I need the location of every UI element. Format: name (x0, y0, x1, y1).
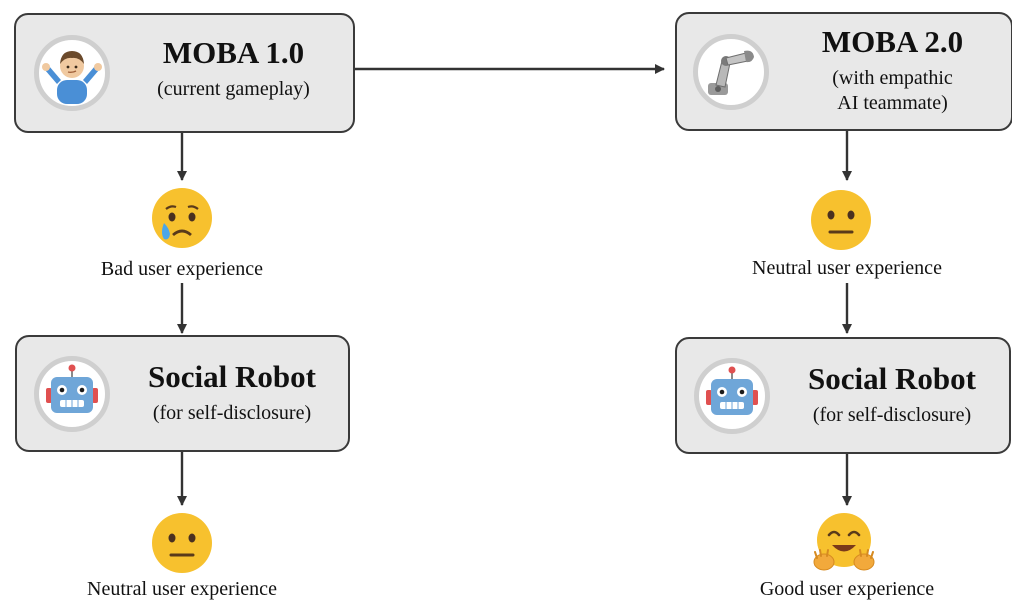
shrugging-person-icon (34, 35, 110, 111)
moba-1-title: MOBA 1.0 (162, 35, 305, 70)
mechanical-arm-icon (693, 34, 769, 110)
hugging-face-icon (813, 513, 875, 571)
robot-icon (34, 356, 110, 432)
left-caption-bad: Bad user experience (100, 258, 264, 280)
moba-2-title: MOBA 2.0 (821, 24, 964, 59)
social-robot-title-left: Social Robot (148, 359, 316, 394)
social-robot-subtitle-left: (for self-disclosure) (152, 402, 312, 424)
neutral-face-icon (152, 513, 212, 573)
moba-1-subtitle: (current gameplay) (157, 78, 310, 100)
moba-2-box: MOBA 2.0 (with empathic AI teammate) (675, 12, 1012, 131)
social-robot-title-right: Social Robot (808, 361, 976, 396)
moba-2-subtitle-line-1: (with empathic (832, 67, 953, 89)
social-robot-box-right: Social Robot (for self-disclosure) (675, 337, 1011, 454)
moba-2-subtitle-line-2: AI teammate) (837, 92, 948, 114)
right-caption-neutral: Neutral user experience (752, 257, 942, 279)
right-caption-good: Good user experience (759, 578, 935, 600)
social-robot-box-left: Social Robot (for self-disclosure) (15, 335, 350, 452)
crying-face-icon (152, 188, 212, 248)
moba-1-box: MOBA 1.0 (current gameplay) (14, 13, 355, 133)
robot-icon (694, 358, 770, 434)
left-caption-neutral: Neutral user experience (87, 578, 277, 600)
social-robot-subtitle-right: (for self-disclosure) (812, 404, 972, 426)
neutral-face-icon (811, 190, 871, 250)
